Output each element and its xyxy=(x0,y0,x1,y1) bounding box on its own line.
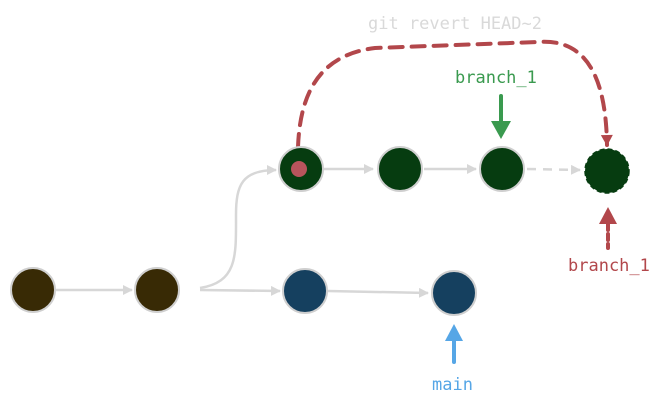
edge-main1-main2 xyxy=(327,287,429,298)
commit-revert[interactable] xyxy=(584,148,630,194)
commit-root-2[interactable] xyxy=(134,267,180,313)
edge-b3-revert xyxy=(526,164,581,175)
main-label: main xyxy=(432,375,473,395)
commit-branch-2[interactable] xyxy=(377,146,423,192)
revert-arc xyxy=(296,39,613,149)
commit-root-1[interactable] xyxy=(10,267,56,313)
edge-c2-main xyxy=(199,285,281,296)
branch-label-new: branch_1 xyxy=(568,256,650,276)
revert-command-label: git revert HEAD~2 xyxy=(368,14,542,34)
branch-label-old: branch_1 xyxy=(455,68,537,88)
commit-main-2[interactable] xyxy=(431,270,477,316)
reverted-commit-marker xyxy=(291,161,307,177)
edge-c2-branch xyxy=(199,165,277,290)
commit-main-1[interactable] xyxy=(282,268,328,314)
arrow-up-head xyxy=(599,207,617,224)
arrow-up-head xyxy=(445,324,463,341)
arrow-down-head xyxy=(491,121,511,139)
commit-branch-3[interactable] xyxy=(479,146,525,192)
